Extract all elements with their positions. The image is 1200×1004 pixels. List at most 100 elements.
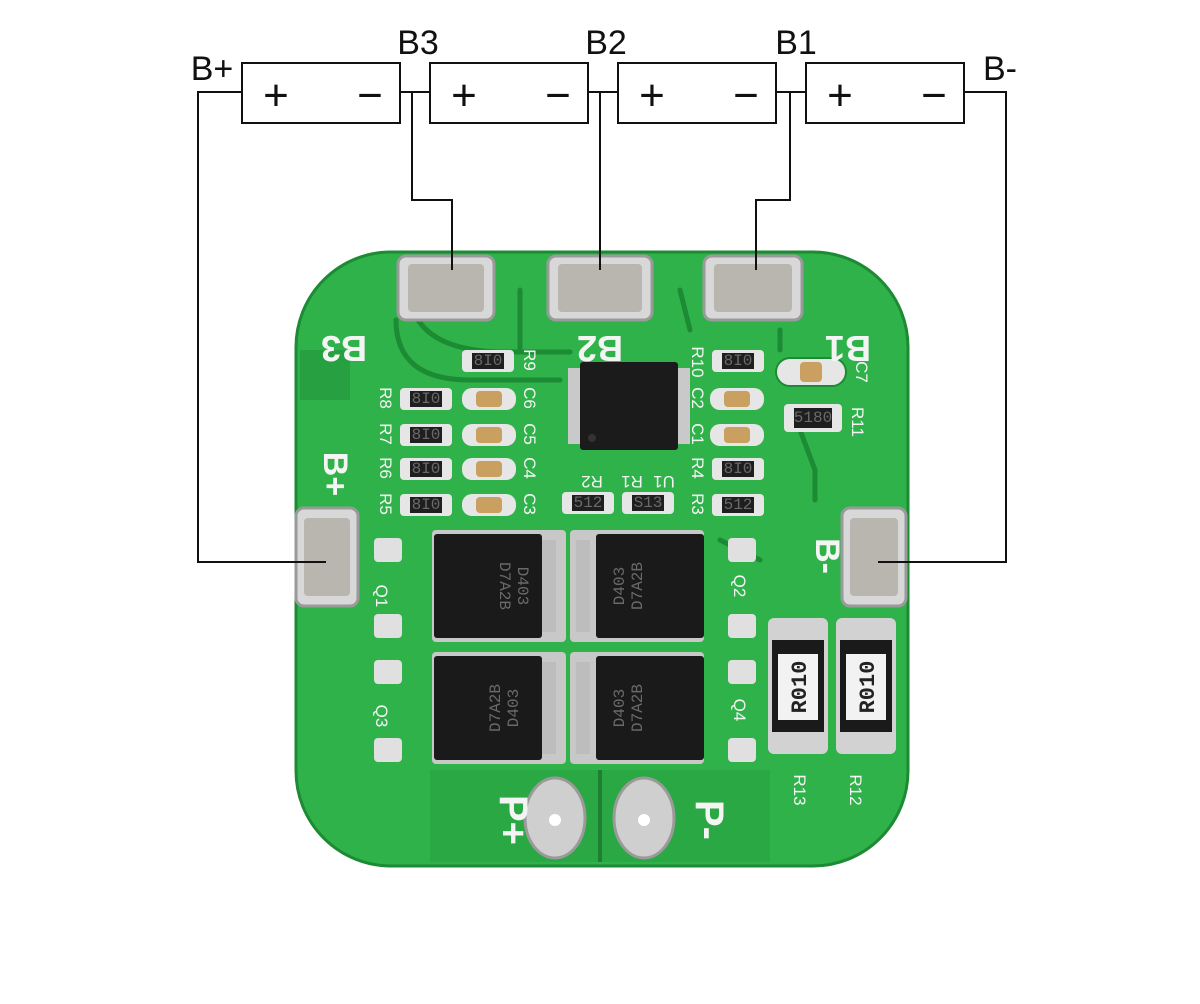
resistor-r10	[712, 350, 764, 372]
capacitor-c3	[462, 494, 516, 516]
pad-hole	[638, 814, 650, 826]
capacitor-c1	[710, 424, 764, 446]
marking-q4-a: D403	[611, 689, 629, 727]
resistor-r6	[400, 458, 452, 480]
solder-pad-b3-inner	[408, 264, 484, 312]
marking-r10: 8I0	[724, 352, 753, 370]
ic-pin1-dot	[588, 434, 596, 442]
pad-group	[294, 254, 908, 860]
marking-r6: 8I0	[412, 460, 441, 478]
ref-r12: R12	[846, 774, 865, 805]
wire-b-plus	[197, 91, 326, 563]
wiring-labels: B+ B3 B2 B1 B-	[191, 24, 1017, 88]
wire-b3	[411, 92, 453, 270]
marking-r9: 8I0	[474, 352, 503, 370]
silk-pad-p-minus: P-	[687, 800, 731, 840]
mosfet-q3	[374, 652, 566, 764]
shunt-resistor-r12	[836, 618, 896, 754]
resistor-r11	[784, 404, 842, 432]
marking-r5: 8I0	[412, 496, 441, 514]
battery-cell-2: + −	[429, 62, 589, 124]
battery-cell-4: + −	[805, 62, 965, 124]
cell-minus: −	[733, 71, 759, 120]
mosfet-q1	[374, 530, 566, 642]
resistor-r4	[712, 458, 764, 480]
solder-pad-b1-inner	[714, 264, 792, 312]
marking-r12: R010	[856, 661, 881, 714]
marking-r3: 512	[724, 496, 753, 514]
battery-cell-3: + −	[617, 62, 777, 124]
silk-pad-b-minus: B-	[808, 538, 846, 574]
capacitor-c7	[775, 357, 847, 387]
cell-plus: +	[263, 71, 289, 120]
cell-plus: +	[451, 71, 477, 120]
marking-r4: 8I0	[724, 460, 753, 478]
ref-q1: Q1	[372, 585, 391, 608]
label-b-plus: B+	[191, 50, 234, 88]
ref-r10: R10	[688, 346, 707, 377]
ref-c1: C1	[688, 423, 707, 445]
ref-c4: C4	[520, 457, 539, 479]
shunt-resistor-r13	[768, 618, 828, 754]
capacitor-c2	[710, 388, 764, 410]
ref-r13: R13	[790, 774, 809, 805]
ref-q3: Q3	[372, 705, 391, 728]
cell-plus: +	[827, 71, 853, 120]
ref-r5: R5	[376, 493, 395, 515]
solder-pad-b-minus-inner	[850, 518, 898, 596]
solder-pad-b-plus-inner	[304, 518, 350, 596]
silkscreen: B3 B2 B1 B+ B- P+ P- R9 C6 C5 C4 C3 R8 R…	[316, 328, 871, 845]
ic-leads-left	[568, 368, 582, 444]
mosfet-q2-body	[596, 534, 704, 638]
mosfet-q1-body	[434, 534, 542, 638]
label-b1: B1	[775, 24, 817, 62]
resistor-r7	[400, 424, 452, 446]
smd-passives-right	[710, 350, 847, 516]
ref-q4: Q4	[730, 699, 749, 722]
capacitor-c4	[462, 458, 516, 480]
cell-minus: −	[545, 71, 571, 120]
controller-ic-u1	[568, 362, 690, 450]
capacitor-c6	[462, 388, 516, 410]
mosfet-q3-body	[434, 656, 542, 760]
mosfet-q2	[570, 530, 756, 642]
ref-r4: R4	[688, 457, 707, 479]
resistor-r9	[462, 350, 514, 372]
solder-pad-b2-inner	[558, 264, 642, 312]
ref-u1: U1	[653, 472, 675, 491]
ref-c7: C7	[852, 361, 871, 383]
ref-r9: R9	[520, 349, 539, 371]
marking-q3-a: D403	[505, 689, 523, 727]
marking-r8: 8I0	[412, 390, 441, 408]
ref-r11: R11	[848, 407, 867, 437]
silk-pad-p-plus: P+	[491, 795, 535, 845]
silk-pad-b3: B3	[321, 328, 367, 369]
component-markings: 8I0 8I0 8I0 8I0 8I0 8I0 8I0 512 512 S13 …	[412, 352, 881, 732]
resistor-r5	[400, 494, 452, 516]
marking-q4-b: D7A2B	[629, 684, 647, 732]
ref-r6: R6	[376, 457, 395, 479]
battery-cell-1: + −	[241, 62, 401, 124]
ref-q2: Q2	[730, 575, 749, 598]
battery-cells: + − + − + − + −	[241, 62, 965, 124]
silk-pad-b-plus: B+	[316, 452, 354, 496]
label-b-minus: B-	[983, 50, 1017, 88]
ref-r7: R7	[376, 423, 395, 445]
label-b2: B2	[585, 24, 627, 62]
cell-minus: −	[357, 71, 383, 120]
ref-c5: C5	[520, 423, 539, 445]
copper-pour	[300, 350, 350, 400]
smd-passives-left	[400, 350, 674, 516]
wiring-overlay	[197, 91, 1007, 563]
marking-q2-b: D7A2B	[629, 562, 647, 610]
ref-r2: R2	[581, 472, 603, 491]
mosfet-q4-body	[596, 656, 704, 760]
ref-r3: R3	[688, 493, 707, 515]
cell-minus: −	[921, 71, 947, 120]
wire-b1	[755, 92, 791, 270]
capacitor-c5	[462, 424, 516, 446]
marking-q1-a: D403	[513, 567, 531, 605]
pad-hole	[549, 814, 561, 826]
resistor-r1	[622, 492, 674, 514]
